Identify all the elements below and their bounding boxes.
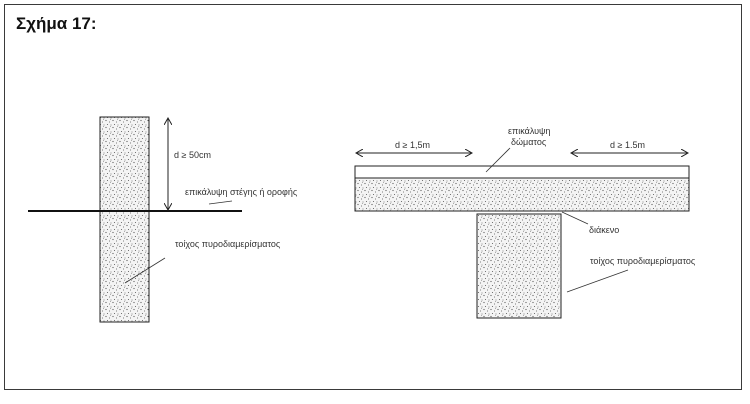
slab-label-line2: δώματος [511,137,547,147]
roof-leader-line [208,200,233,205]
roof-slab [354,177,690,212]
firewall-wall-left [99,116,150,323]
roof-slab-cover [354,165,690,179]
gap-label: διάκενο [589,225,619,235]
slab-leader-line [485,147,511,173]
height-label: d ≥ 50cm [174,150,211,160]
roof-label: επικάλυψη στέγης ή οροφής [185,187,298,197]
wall-leader-line-right [566,269,629,293]
left-diagram: d ≥ 50cm επικάλυψη στέγης ή οροφής τοίχο… [28,116,298,323]
slab-label-line1: επικάλυψη [508,126,550,136]
figure-title: Σχήμα 17: [16,14,97,33]
wall-leader-line-left [124,257,166,284]
right-distance-label: d ≥ 1.5m [610,140,645,150]
gap-leader-line [561,211,589,225]
wall-label-right: τοίχος πυροδιαμερίσματος [590,256,696,266]
firewall-wall-right [476,213,562,319]
wall-label-left: τοίχος πυροδιαμερίσματος [175,239,281,249]
left-distance-label: d ≥ 1,5m [395,140,430,150]
right-diagram: d ≥ 1,5m d ≥ 1.5m επικάλυψη δώματος διάκ… [354,126,696,319]
